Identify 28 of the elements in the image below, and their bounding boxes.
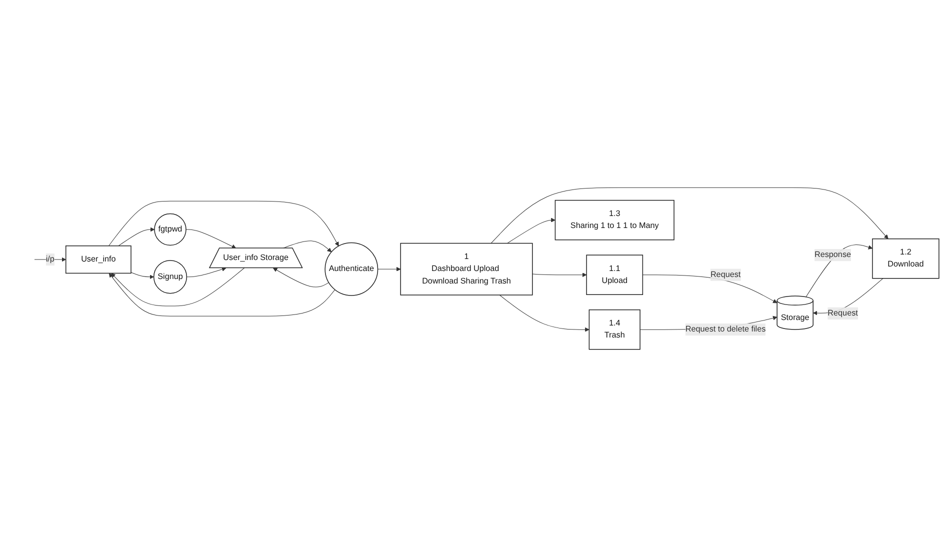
arrow [108, 273, 336, 316]
arrow [506, 218, 556, 244]
arrow [532, 272, 587, 278]
node-circle: Authenticate [324, 242, 378, 296]
node-box: 1.1 Upload [586, 254, 644, 295]
arrow [806, 244, 873, 298]
arrow [499, 294, 590, 332]
arrow [272, 268, 329, 288]
node-box: User_info [65, 245, 132, 274]
edge-label: i/p [46, 254, 54, 264]
node-box: 1 Dashboard Upload Download Sharing Trash [400, 242, 533, 296]
node-box: 1.2 Download [872, 238, 940, 279]
node-box: 1.4 Trash [588, 309, 640, 350]
arrow [186, 229, 236, 248]
edge-label: Request to delete files [685, 325, 766, 334]
edge-label: Request [828, 308, 858, 318]
arrow [378, 266, 401, 272]
edge-label: Request [710, 270, 741, 279]
edge-label: Response [814, 250, 852, 260]
arrow [34, 257, 66, 262]
arrow [130, 272, 154, 280]
arrow [111, 268, 245, 306]
arrow [490, 187, 888, 244]
node-circle: fgtpwd [154, 213, 186, 246]
arrow [118, 227, 155, 246]
node-box: 1.3 Sharing 1 to 1 1 to Many [554, 200, 674, 240]
arrow [186, 267, 226, 278]
node-circle: Signup [153, 260, 188, 294]
